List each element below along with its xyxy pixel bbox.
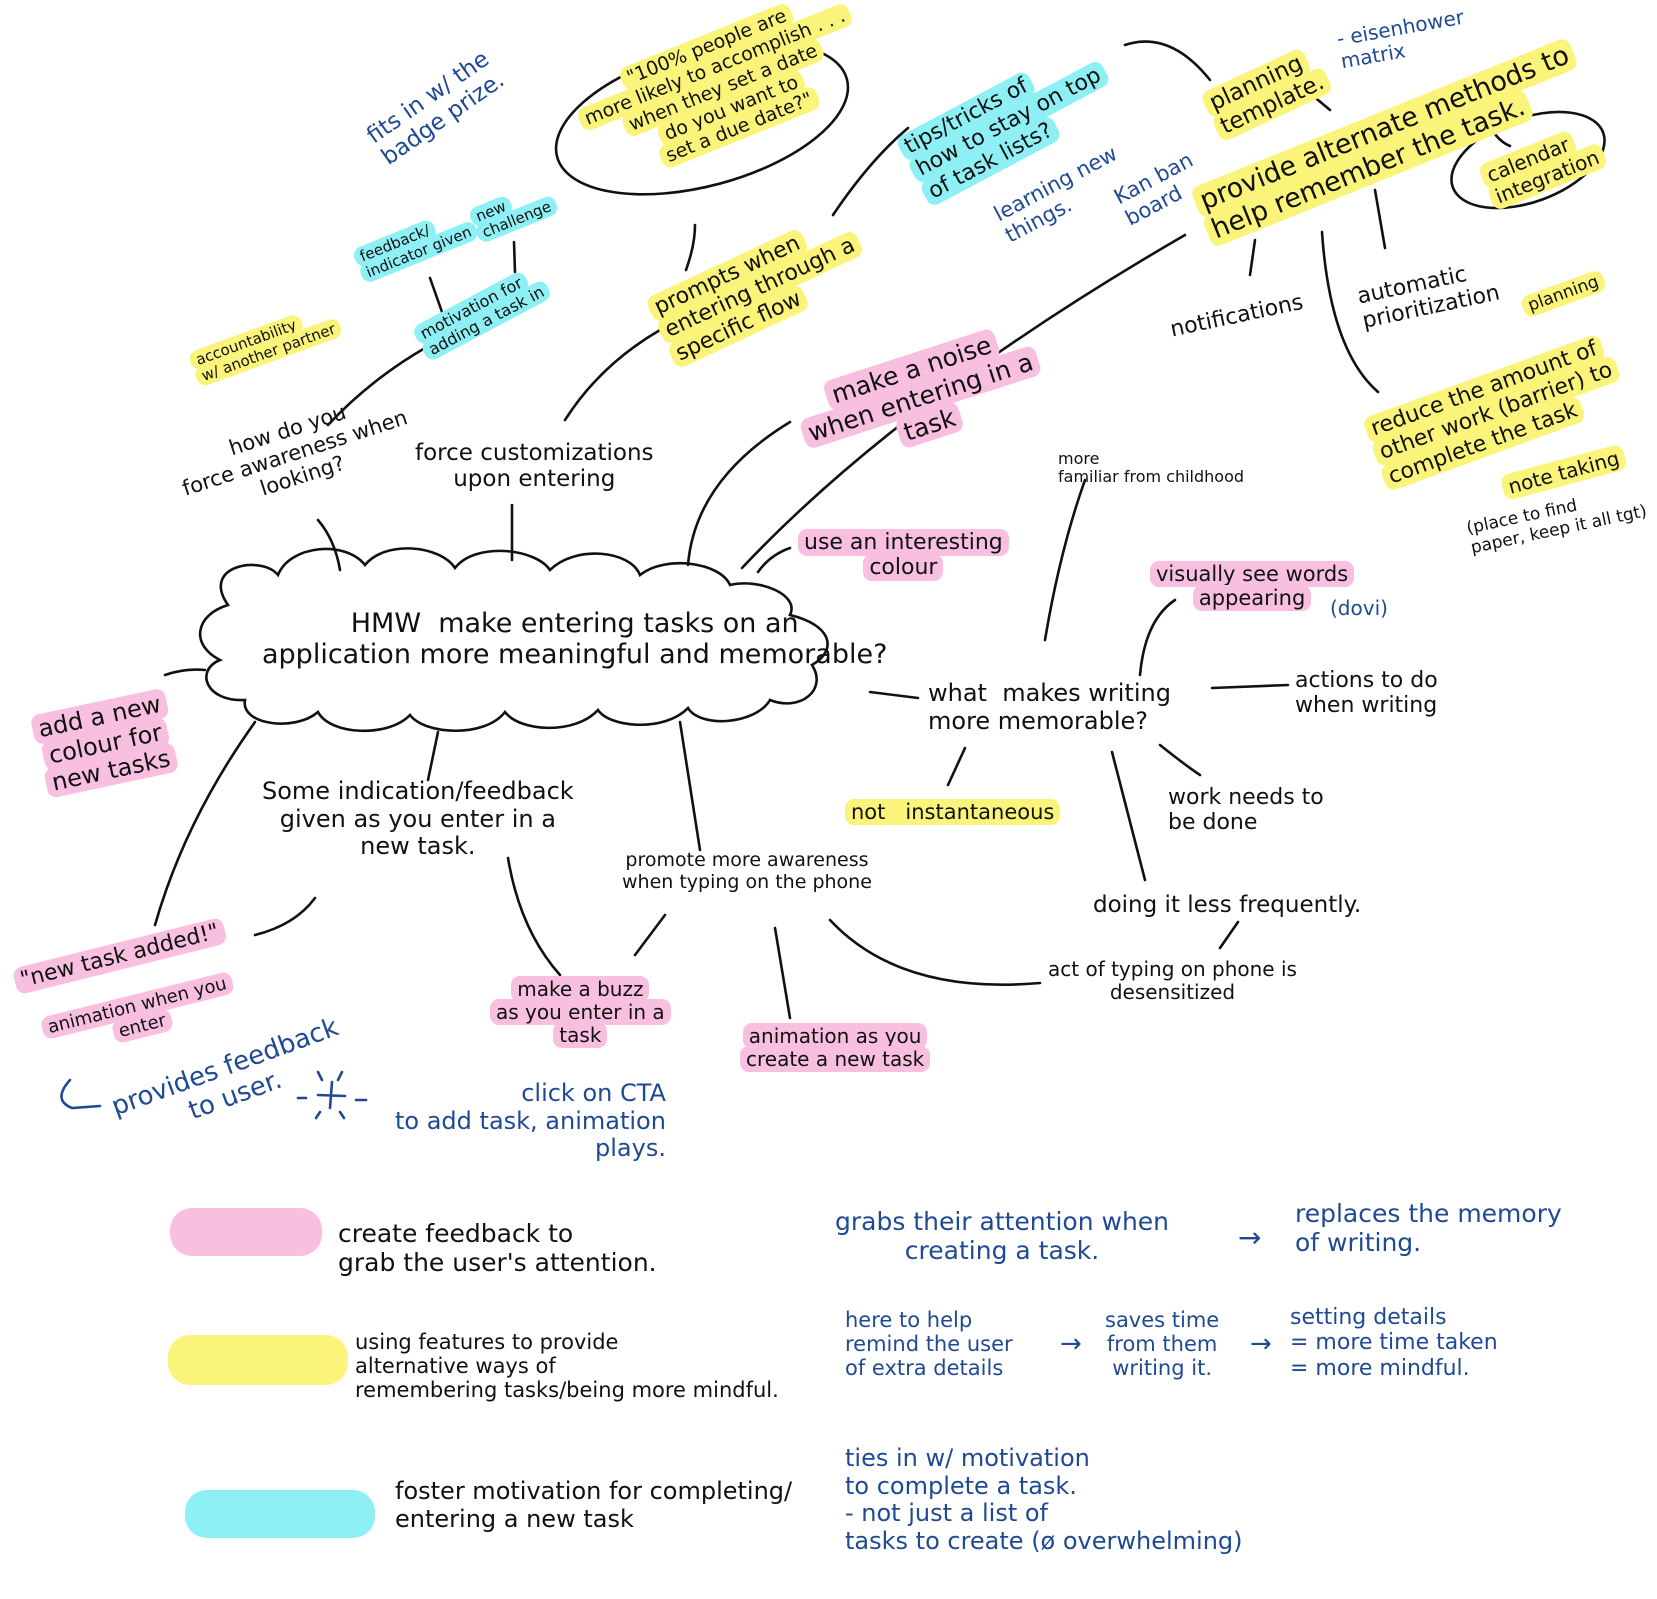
central-cloud-outline — [199, 547, 829, 733]
animation-create-node: animation as you create a new task — [740, 1023, 931, 1072]
line-methods-notifications — [1248, 238, 1257, 277]
line-indication-newtask — [253, 896, 317, 937]
line-actions-what — [1210, 683, 1290, 690]
provides-feedback-arrow — [60, 1078, 102, 1110]
some-indication-node: Some indication/feedback given as you en… — [262, 777, 574, 861]
legend-swatch-pink — [170, 1208, 322, 1256]
not-instant-node: not instantaneous — [845, 799, 1061, 825]
line-familiar-what — [1043, 478, 1087, 642]
grabs-attention-note: grabs their attention when creating a ta… — [835, 1207, 1170, 1265]
dovi-note: (dovi) — [1330, 596, 1388, 620]
legend-swatch-cyan — [185, 1490, 375, 1538]
legend-label-cyan: foster motivation for completing/ enteri… — [395, 1477, 793, 1533]
legend-label-pink: create feedback to grab the user's atten… — [338, 1219, 657, 1277]
what-makes-node: what makes writing more memorable? — [928, 679, 1171, 735]
line-what-makes — [868, 690, 920, 700]
line-challenge-motivation — [512, 240, 517, 274]
line-colour — [756, 546, 792, 574]
line-feedback-motivation — [428, 276, 444, 314]
saves-time-note: saves time from them writing it. — [1105, 1308, 1220, 1381]
line-motivation-awareness — [326, 346, 427, 427]
sparkle-mark — [296, 1070, 368, 1120]
act-typing-node: act of typing on phone is desensitized — [1048, 957, 1297, 1004]
ties-in-note: ties in w/ motivation to complete a task… — [845, 1444, 1243, 1555]
arrow-1-icon: → — [1238, 1221, 1262, 1254]
line-what-doing — [1110, 750, 1147, 882]
arrow-3-icon: → — [1250, 1329, 1272, 1359]
visually-see-wrap: visually see words appearing — [1150, 561, 1355, 612]
line-new-task — [153, 720, 257, 927]
line-act-promote — [828, 918, 1042, 986]
line-add-colour — [163, 668, 207, 677]
force-custom-node: force customizations upon entering — [415, 440, 654, 493]
line-awareness — [316, 518, 342, 572]
line-promote-animation — [773, 926, 792, 1020]
line-promote — [678, 720, 702, 852]
not-instant-wrap: not instantaneous — [845, 799, 1061, 825]
line-methods-reduce — [1320, 230, 1380, 394]
here-help-note: here to help remind the user of extra de… — [845, 1308, 1013, 1381]
click-cta-note: click on CTA to add task, animation play… — [395, 1079, 666, 1163]
replaces-memory-note: replaces the memory of writing. — [1295, 1199, 1562, 1257]
line-promote-buzz — [633, 913, 667, 957]
line-prompts-quote — [684, 223, 697, 272]
line-doing-act — [1218, 920, 1240, 950]
legend-label-yellow: using features to provide alternative wa… — [355, 1330, 779, 1403]
actions-do-node: actions to do when writing — [1295, 668, 1438, 719]
promote-awareness-node: promote more awareness when typing on th… — [622, 849, 872, 893]
interesting-colour-node: use an interesting colour — [798, 529, 1009, 582]
line-what-work — [1158, 743, 1202, 777]
make-buzz-wrap: make a buzz as you enter in a task — [490, 976, 671, 1048]
setting-details-note: setting details = more time taken = more… — [1290, 1305, 1498, 1381]
line-indication — [426, 730, 440, 782]
line-visual-what — [1138, 598, 1177, 677]
arrow-2-icon: → — [1060, 1329, 1082, 1359]
interesting-colour-wrap: use an interesting colour — [798, 529, 1009, 582]
make-buzz-node: make a buzz as you enter in a task — [490, 976, 671, 1048]
visually-see-node: visually see words appearing — [1150, 561, 1355, 612]
line-indication-buzz — [506, 856, 562, 977]
line-what-notinstant — [946, 746, 967, 787]
doing-less-node: doing it less frequently. — [1093, 892, 1362, 918]
work-needs-node: work needs to be done — [1168, 785, 1324, 836]
line-noise — [686, 420, 792, 567]
line-methods-auto — [1373, 188, 1387, 250]
line-tips-planning — [1123, 40, 1212, 82]
legend-swatch-yellow — [168, 1335, 348, 1385]
central-question: HMW make entering tasks on an applicatio… — [262, 608, 888, 671]
animation-create-wrap: animation as you create a new task — [740, 1023, 931, 1072]
line-force-prompts — [563, 328, 662, 422]
more-familiar-node: more familiar from childhood — [1058, 449, 1245, 487]
